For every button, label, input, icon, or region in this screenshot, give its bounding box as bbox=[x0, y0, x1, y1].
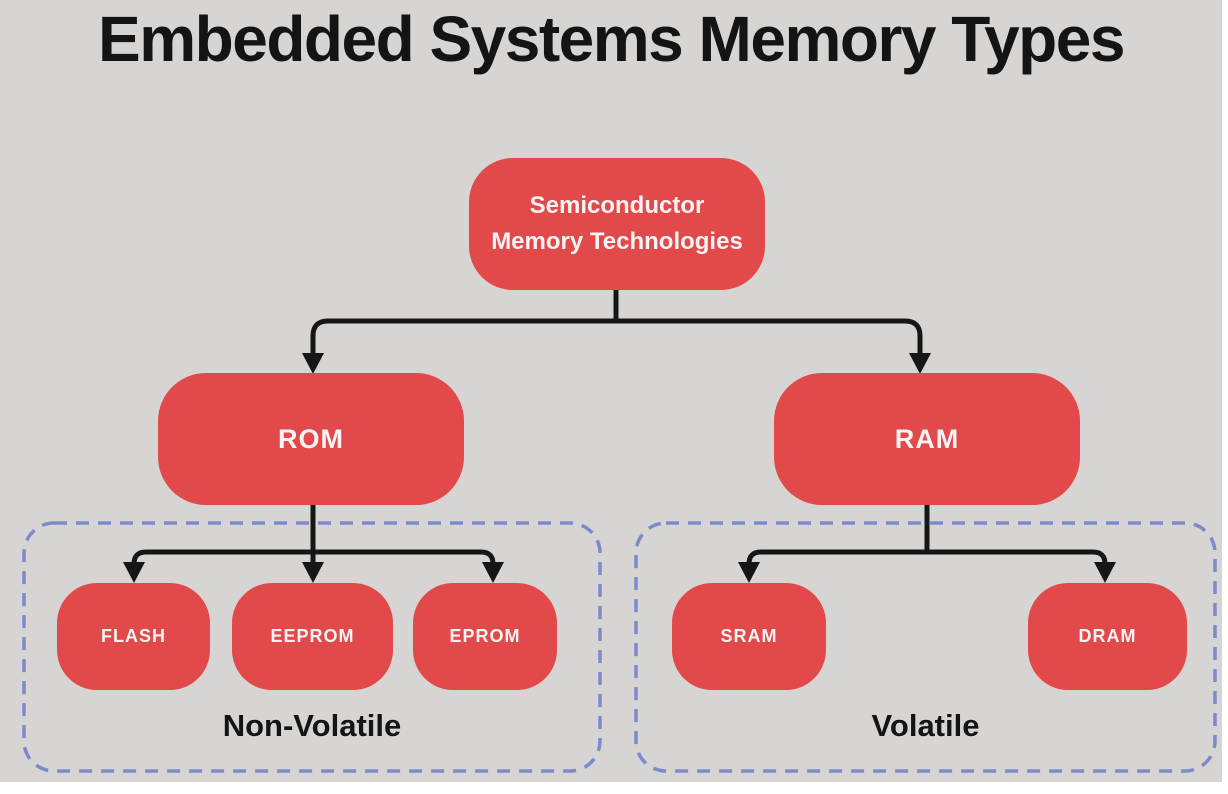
root-branch-connector bbox=[310, 318, 923, 356]
arrow-to-ram-icon bbox=[909, 353, 931, 374]
ram-branch-connector bbox=[746, 549, 1108, 565]
arrow-to-sram-icon bbox=[738, 562, 760, 583]
non-volatile-group-label: Non-Volatile bbox=[222, 708, 402, 743]
node-ram: RAM bbox=[774, 373, 1080, 505]
node-flash: FLASH bbox=[57, 583, 210, 690]
arrow-to-eeprom-icon bbox=[302, 562, 324, 583]
non-volatile-group-outline bbox=[22, 521, 602, 773]
node-rom: ROM bbox=[158, 373, 464, 505]
arrow-to-flash-icon bbox=[123, 562, 145, 583]
rom-branch-connector bbox=[131, 549, 496, 565]
node-sram: SRAM bbox=[672, 583, 826, 690]
node-eeprom: EEPROM bbox=[232, 583, 393, 690]
volatile-group-label: Volatile bbox=[871, 708, 980, 743]
node-semiconductor-memory-technologies: Semiconductor Memory Technologies bbox=[469, 158, 765, 290]
node-dram: DRAM bbox=[1028, 583, 1187, 690]
arrow-to-eprom-icon bbox=[482, 562, 504, 583]
arrow-to-dram-icon bbox=[1094, 562, 1116, 583]
volatile-group-outline bbox=[634, 521, 1217, 773]
node-eprom: EPROM bbox=[413, 583, 557, 690]
diagram-title: Embedded Systems Memory Types bbox=[98, 3, 1125, 75]
arrow-to-rom-icon bbox=[302, 353, 324, 374]
